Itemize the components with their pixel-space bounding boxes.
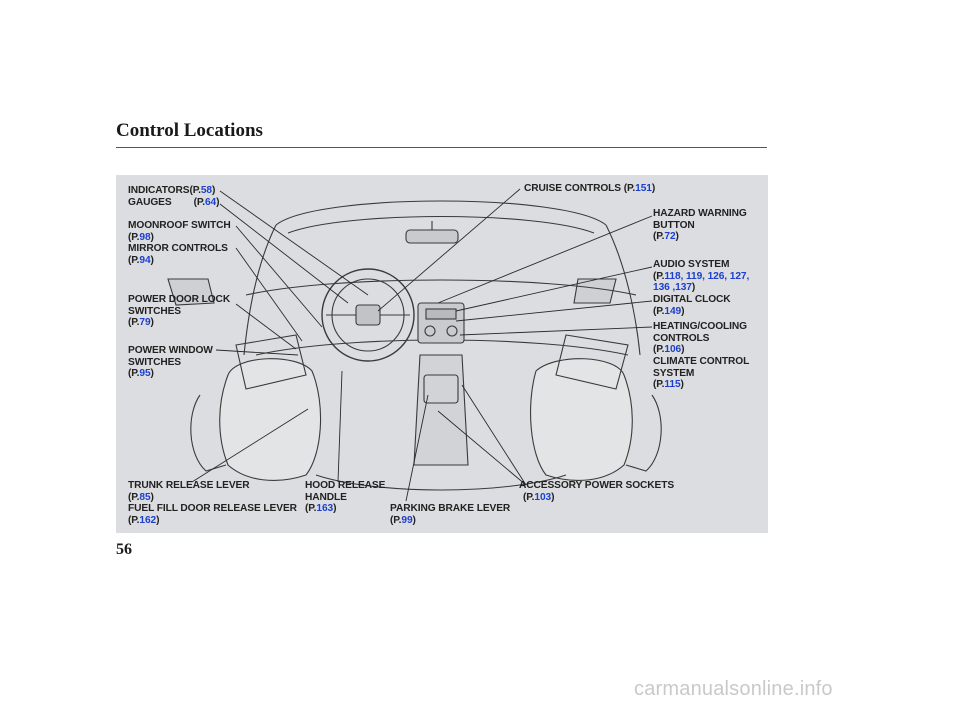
page-link-mirror[interactable]: 94 — [139, 254, 151, 266]
left-side-mirror — [167, 278, 215, 306]
label-gauges: GAUGES(P.64) — [128, 197, 220, 208]
center-console — [413, 354, 469, 466]
right-seat-back — [529, 358, 633, 481]
page-link-heating[interactable]: 106 — [664, 344, 682, 355]
label-power-door-lock: POWER DOOR LOCK SWITCHES (P.79) — [128, 294, 231, 328]
leader-lines — [191, 188, 653, 502]
car-interior-illustration — [167, 188, 662, 502]
rearview-mirror — [405, 229, 459, 244]
label-moonroof-switch: MOONROOF SWITCH (P.98) — [128, 220, 231, 243]
label-trunk-release: TRUNK RELEASE LEVER (P.85) — [128, 480, 250, 503]
label-cruise-controls: CRUISE CONTROLS (P.151) — [524, 183, 656, 194]
page-link-audio-2[interactable]: 136 ,137 — [653, 282, 692, 293]
windshield-top — [287, 215, 595, 234]
label-hazard-warning: HAZARD WARNING BUTTON (P.72) — [653, 208, 747, 242]
label-power-window: POWER WINDOW SWITCHES (P.95) — [128, 345, 213, 379]
left-a-pillar — [243, 224, 277, 356]
right-side-mirror — [573, 278, 617, 304]
label-fuel-fill: FUEL FILL DOOR RELEASE LEVER (P.162) — [128, 503, 297, 526]
page-link-cruise[interactable]: 151 — [635, 183, 652, 194]
label-hood-release: HOOD RELEASE HANDLE (P.163) — [305, 480, 386, 514]
label-mirror-controls: MIRROR CONTROLS (P.94) — [128, 243, 228, 266]
page-link-clock[interactable]: 149 — [664, 305, 682, 317]
right-door — [555, 334, 629, 390]
label-accessory-sockets: ACCESSORY POWER SOCKETS (P.103) — [519, 480, 675, 503]
page-link-accessory[interactable]: 103 — [534, 491, 552, 503]
label-heating-cooling: HEATING/COOLING CONTROLS (P.106) — [653, 321, 747, 355]
page-link-climate[interactable]: 115 — [664, 379, 681, 390]
page-link-indicators[interactable]: 58 — [200, 185, 212, 196]
left-seat-back — [219, 358, 322, 481]
label-parking-brake: PARKING BRAKE LEVER (P.99) — [390, 503, 511, 526]
page-link-hazard[interactable]: 72 — [664, 231, 676, 242]
right-a-pillar — [605, 224, 641, 356]
page-link-fuel[interactable]: 162 — [139, 514, 157, 526]
label-audio-system: AUDIO SYSTEM (P.118, 119, 126, 127, 136 … — [653, 259, 750, 293]
watermark: carmanualsonline.info — [634, 678, 833, 700]
page-link-moonroof[interactable]: 98 — [139, 231, 151, 243]
page-link-gauges[interactable]: 64 — [204, 197, 217, 208]
page-number: 56 — [116, 541, 132, 558]
page-link-window[interactable]: 95 — [139, 368, 151, 379]
page-link-hood[interactable]: 163 — [316, 503, 334, 514]
page-link-trunk[interactable]: 85 — [139, 491, 151, 503]
steering-wheel — [321, 268, 415, 362]
dashboard-top — [245, 279, 637, 296]
left-door — [235, 334, 307, 390]
label-indicators: INDICATORS(P.58) — [128, 185, 216, 196]
left-seat-side — [190, 394, 227, 472]
label-digital-clock: DIGITAL CLOCK (P.149) — [653, 294, 731, 317]
title-divider — [116, 147, 767, 148]
roof-outline — [275, 200, 607, 226]
page-link-parking[interactable]: 99 — [401, 514, 413, 526]
right-seat-side — [625, 394, 662, 472]
control-locations-diagram: INDICATORS(P.58) GAUGES(P.64) MOONROOF S… — [116, 175, 768, 533]
page-title: Control Locations — [116, 120, 263, 141]
page-link-audio[interactable]: 118, 119, 126, 127, — [664, 270, 750, 282]
label-climate-control: CLIMATE CONTROL SYSTEM (P.115) — [653, 356, 750, 390]
page-link-door-lock[interactable]: 79 — [139, 317, 151, 328]
